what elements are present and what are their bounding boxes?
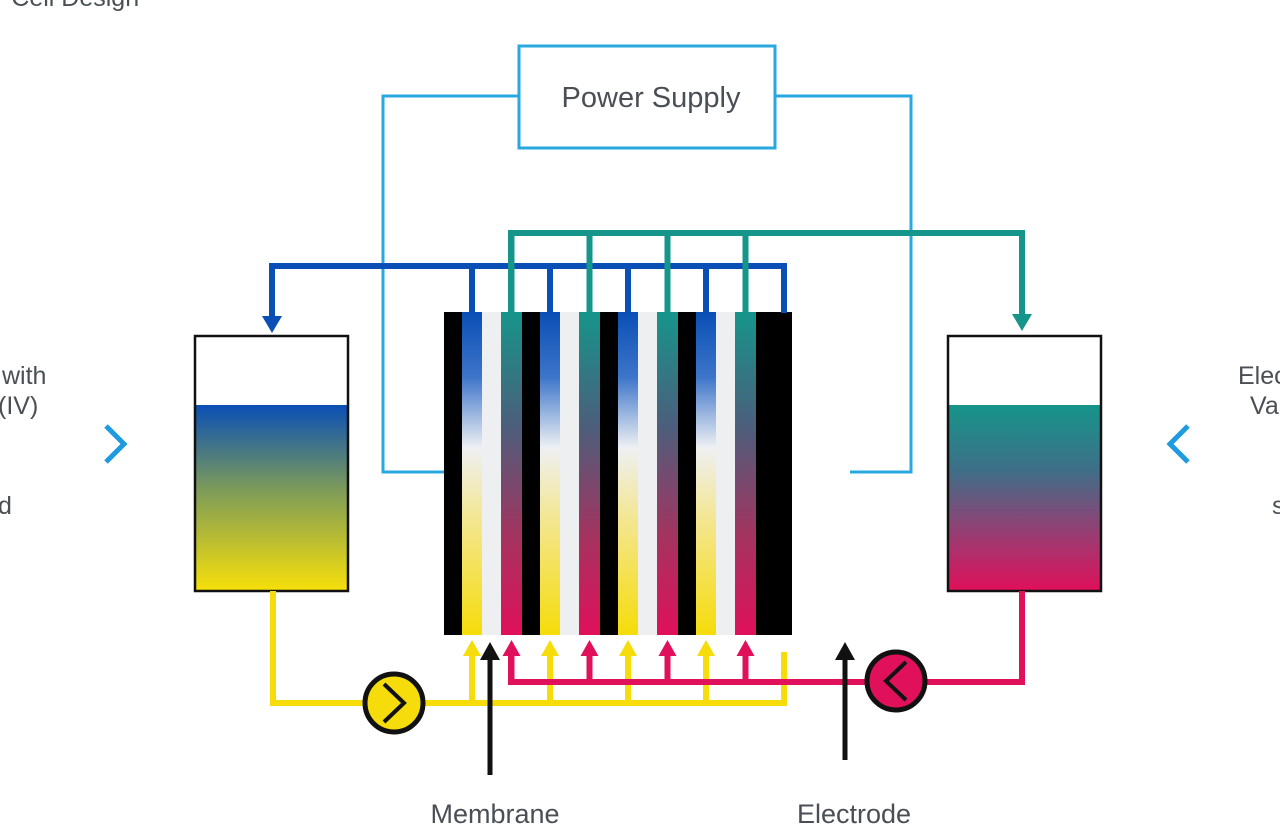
electrode-strip	[678, 312, 696, 635]
catholyte-inlet-arrow	[580, 640, 599, 656]
catholyte-channel	[657, 312, 678, 635]
catholyte-channel	[579, 312, 600, 635]
power-wire-right	[775, 94, 913, 474]
electrode-strip	[444, 312, 462, 635]
right-description-line3: s	[1272, 492, 1280, 520]
anolyte-channel	[618, 312, 638, 635]
anolyte-channel	[540, 312, 560, 635]
catholyte-channel	[501, 312, 522, 635]
anolyte-return-manifold	[262, 263, 787, 333]
left-description-line1: with	[2, 362, 47, 390]
electrode-strip	[774, 312, 792, 635]
anolyte-inlet-arrow	[463, 640, 481, 656]
catholyte-inlet-arrow	[736, 640, 755, 656]
membrane-strip	[716, 312, 735, 635]
anolyte-inlet-arrow	[541, 640, 559, 656]
catholyte-channel	[735, 312, 756, 635]
electrode-strip	[756, 312, 774, 635]
electrode-strip	[522, 312, 540, 635]
right-description-line2: Va	[1250, 392, 1279, 420]
cell-stack	[444, 312, 792, 635]
carousel-next-button[interactable]	[1158, 414, 1198, 474]
membrane-label: Membrane	[430, 799, 559, 826]
catholyte-inlet-arrow	[658, 640, 677, 656]
catholyte-return-manifold	[508, 230, 1032, 331]
carousel-prev-button[interactable]	[96, 414, 136, 474]
power-wire-left	[381, 94, 519, 474]
anolyte-channel	[696, 312, 716, 635]
catholyte-tank-fill	[948, 405, 1100, 591]
left-description-line2: (IV)	[0, 392, 39, 420]
electrode-label: Electrode	[797, 799, 911, 826]
catholyte-pump	[864, 649, 928, 713]
electrode-pointer-arrow	[835, 642, 855, 760]
catholyte-inlet-arrow	[502, 640, 521, 656]
page-title-fragment: r Cell Design	[0, 0, 139, 13]
membrane-strip	[482, 312, 501, 635]
membrane-strip	[560, 312, 579, 635]
chevron-left-icon	[1166, 424, 1190, 464]
right-description-line1: Elec	[1238, 362, 1280, 390]
anolyte-channel	[462, 312, 482, 635]
power-supply-label: Power Supply	[562, 82, 741, 114]
anolyte-pump	[362, 671, 426, 735]
left-description-line3: d	[0, 492, 12, 520]
anolyte-inlet-arrow	[619, 640, 637, 656]
membrane-pointer-arrow	[480, 642, 500, 775]
anolyte-inlet-arrow	[697, 640, 715, 656]
catholyte-feed-line	[502, 591, 1025, 685]
anolyte-tank-fill	[195, 405, 347, 591]
membrane-strip	[638, 312, 657, 635]
electrode-strip	[600, 312, 618, 635]
chevron-right-icon	[104, 424, 128, 464]
